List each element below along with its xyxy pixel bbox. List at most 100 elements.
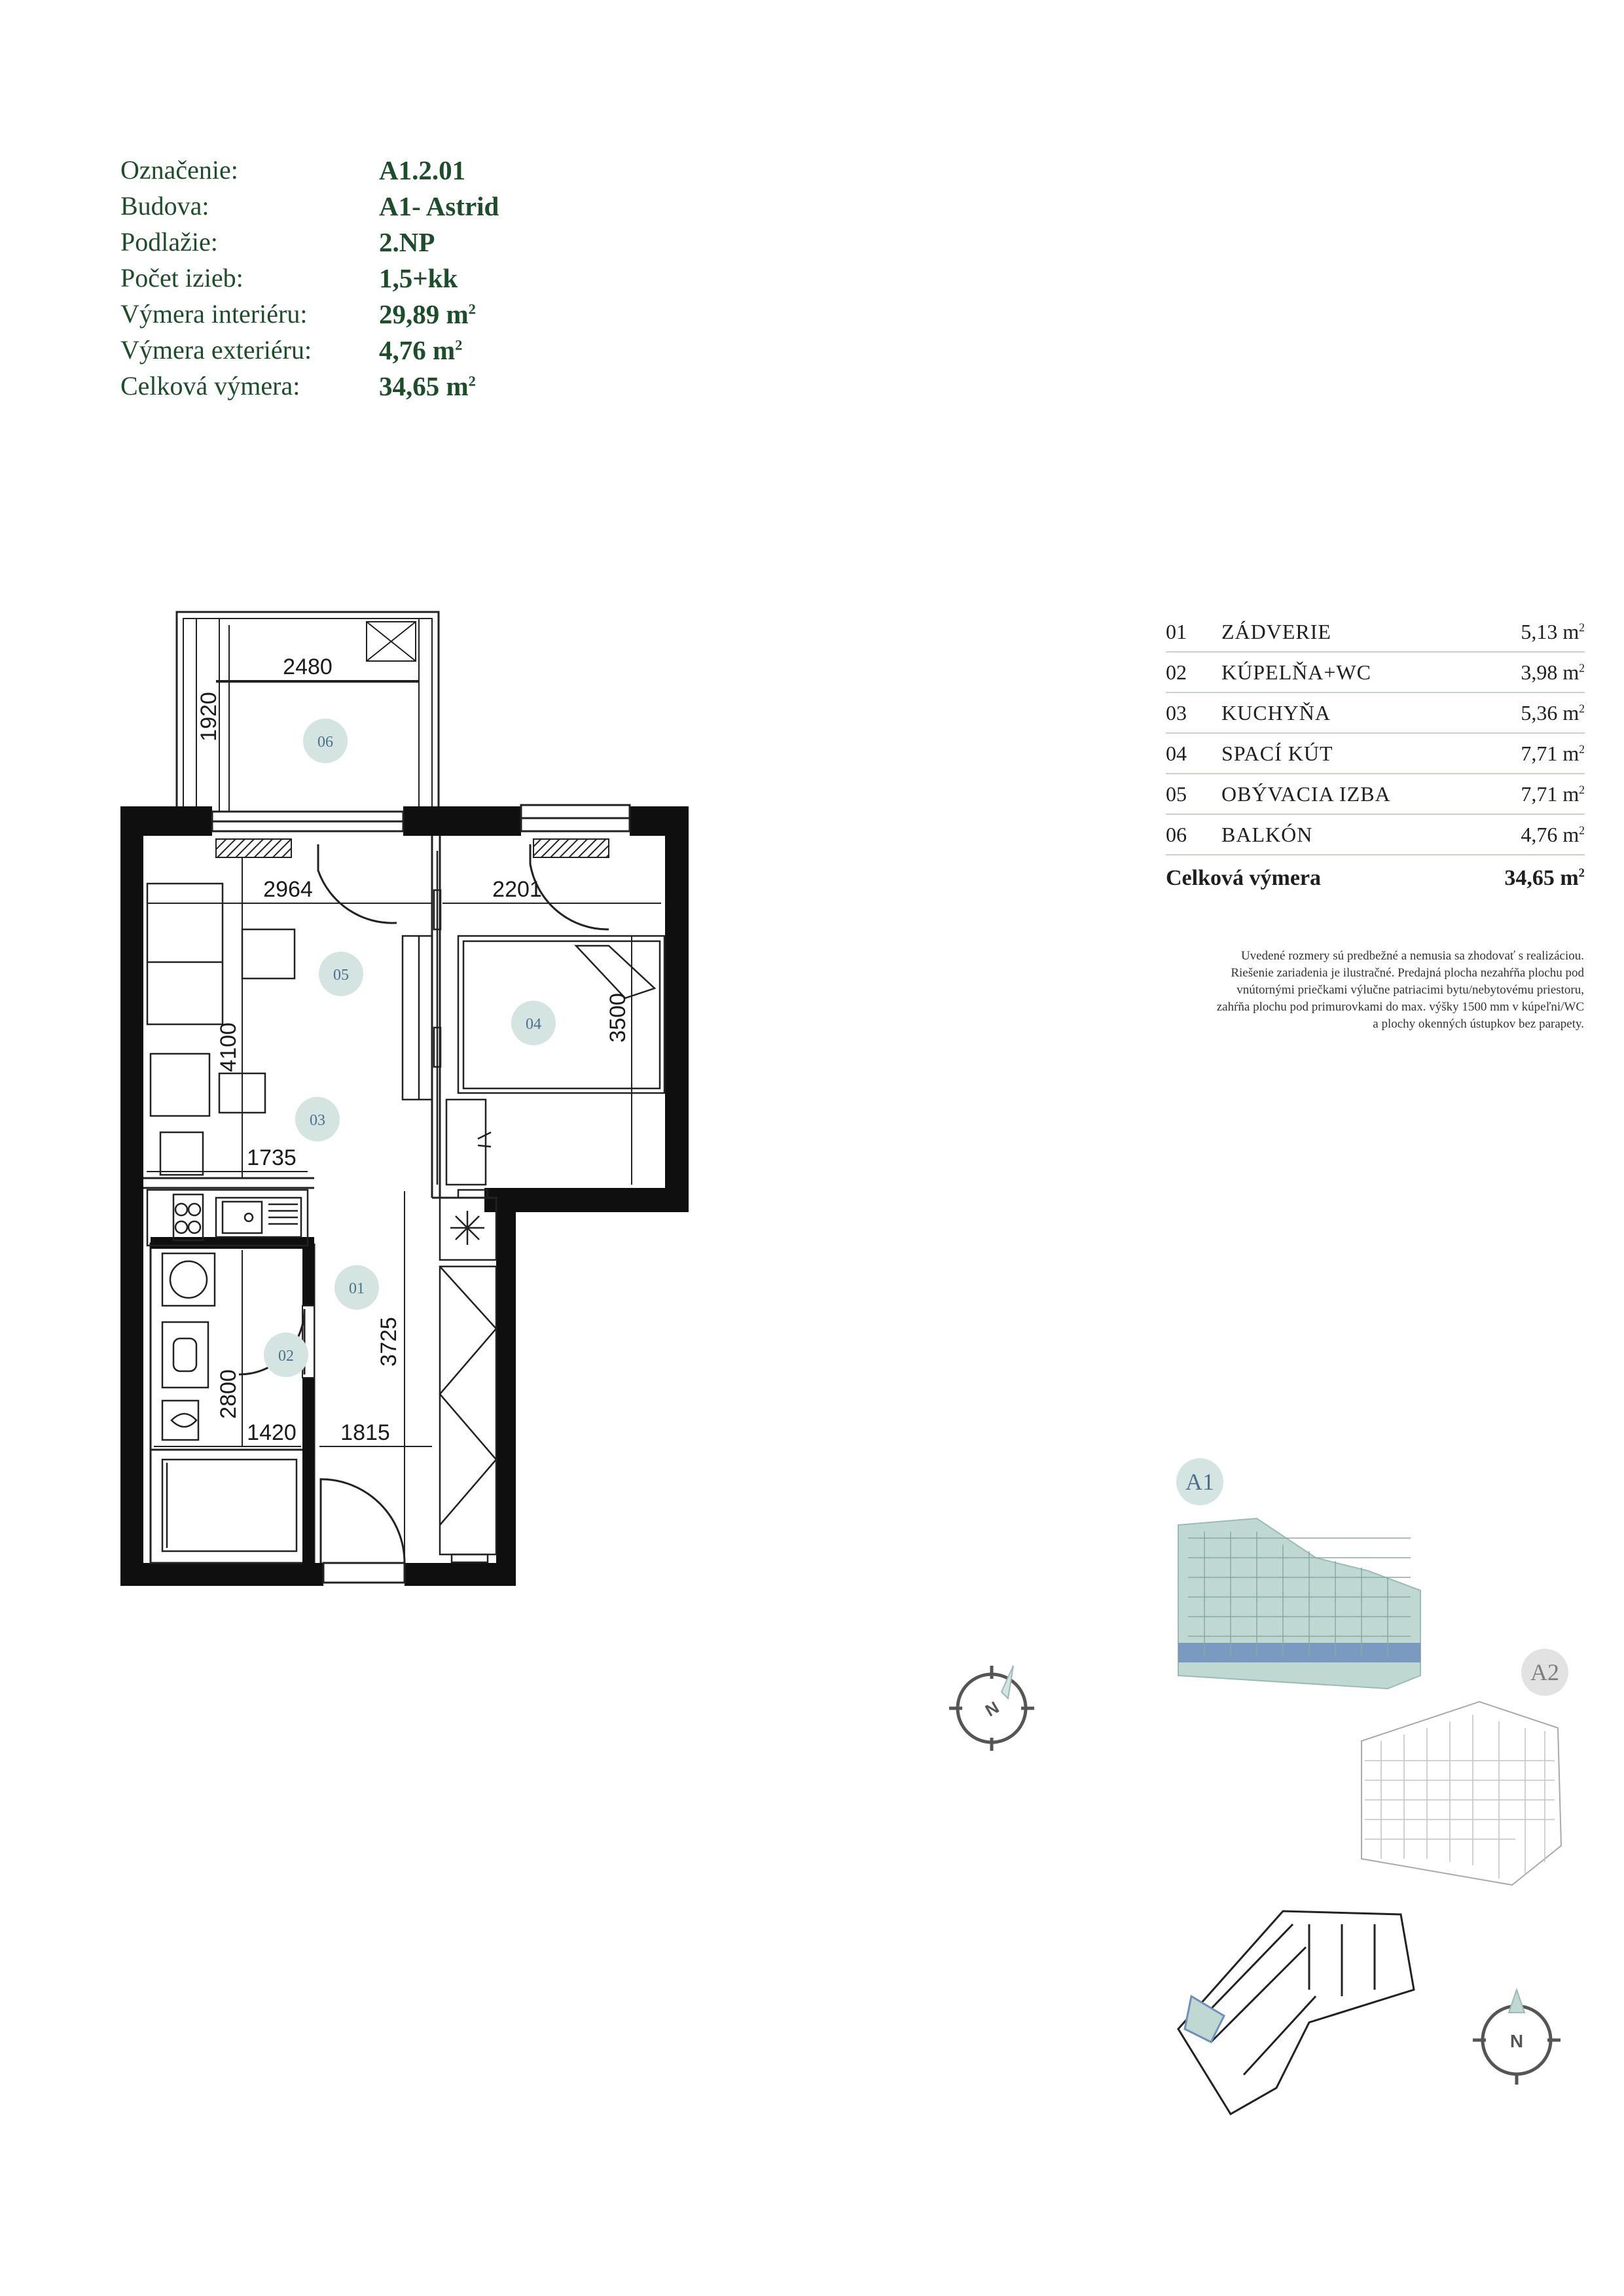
room-area: 7,71 m2 (1493, 782, 1585, 806)
area-value: 29,89 m (379, 298, 469, 329)
room-number: 01 (1166, 619, 1187, 643)
room-area: 5,36 m2 (1493, 701, 1585, 725)
unit-exponent: 2 (1579, 782, 1585, 796)
unit-exponent: 2 (1578, 866, 1585, 880)
building-a1-illustration: A1 (1176, 1458, 1421, 1690)
compass-icon: N (949, 1665, 1034, 1751)
north-label: N (1510, 2031, 1523, 2051)
area-value: 4,76 m (1521, 822, 1579, 846)
info-row: Budova: A1- Astrid (120, 188, 499, 224)
dim-living-depth: 4100 (216, 1022, 241, 1072)
radiator (533, 838, 609, 858)
dimension-labels: 2480 1920 2964 2201 4100 3500 1735 3725 … (196, 655, 630, 1445)
room-tags: 06 05 04 03 01 02 (264, 719, 556, 1377)
room-tag-circle (319, 952, 363, 996)
info-value: 1,5+kk (379, 262, 458, 293)
info-value: 29,89 m2 (379, 298, 476, 330)
room-tag-circle (303, 719, 348, 763)
room-tag-03: 03 (310, 1112, 325, 1129)
total-label: Celková výmera (1166, 866, 1322, 890)
balcony (175, 611, 440, 813)
room-tag-04: 04 (526, 1016, 541, 1033)
unit-exponent: 2 (1579, 823, 1585, 836)
compass-icon: N (1473, 1987, 1561, 2085)
dim-bath-width: 1420 (247, 1420, 297, 1445)
info-row: Podlažie: 2.NP (120, 224, 499, 260)
info-label: Označenie: (120, 155, 238, 185)
room-tag-circle (511, 1001, 556, 1045)
apartment-info: Označenie: A1.2.01 Budova: A1- Astrid Podl… (120, 152, 499, 404)
building-label-circle (1521, 1649, 1568, 1696)
dim-hall-depth: 3725 (376, 1317, 401, 1367)
room-name: OBÝVACIA IZBA (1221, 781, 1391, 806)
building-a1-label: A1 (1185, 1469, 1214, 1495)
info-label: Výmera exteriéru: (120, 335, 312, 365)
highlighted-floor (1178, 1643, 1420, 1662)
dim-balcony-depth: 1920 (196, 692, 221, 742)
dim-bath-depth: 2800 (216, 1369, 241, 1419)
info-label: Budova: (120, 191, 209, 221)
dim-living-width: 2964 (263, 877, 313, 902)
info-value: 34,65 m2 (379, 370, 476, 402)
room-name: ZÁDVERIE (1221, 619, 1331, 643)
note-line: Uvedené rozmery sú predbežné a nemusia s… (1240, 949, 1584, 963)
info-row: Označenie: A1.2.01 (120, 152, 499, 188)
room-row: 01 ZÁDVERIE 5,13 m2 (1166, 612, 1585, 653)
building-a2-illustration: A2 (1361, 1649, 1568, 1886)
room-number: 06 (1166, 822, 1187, 846)
room-tag-02: 02 (278, 1348, 294, 1365)
dim-balcony-width: 2480 (283, 655, 333, 679)
building-a2-label: A2 (1530, 1659, 1559, 1685)
dim-bedroom-width: 2201 (492, 877, 542, 902)
info-label: Výmera interiéru: (120, 299, 308, 329)
info-row: Výmera exteriéru: 4,76 m2 (120, 332, 499, 368)
room-area: 7,71 m2 (1493, 742, 1585, 766)
info-label: Podlažie: (120, 227, 218, 257)
info-value: 2.NP (379, 226, 435, 257)
info-value: A1.2.01 (379, 154, 466, 185)
site-plan (1177, 1910, 1415, 2116)
room-row: 06 BALKÓN 4,76 m2 (1166, 815, 1585, 855)
unit-exponent: 2 (468, 300, 476, 317)
info-row: Celková výmera:34,65 m2 (120, 368, 499, 404)
room-name: SPACÍ KÚT (1221, 741, 1333, 765)
unit-exponent: 2 (1579, 742, 1585, 755)
note-line: vnútornými priečkami výlučne patriacimi … (1236, 983, 1584, 997)
area-value: 5,13 m (1521, 619, 1579, 643)
room-name: KÚPELŇA+WC (1221, 660, 1371, 684)
walls (120, 806, 689, 1586)
room-tag-circle (334, 1265, 379, 1310)
unit-exponent: 2 (1579, 701, 1585, 715)
info-value: A1- Astrid (379, 190, 499, 221)
dimension-lines (147, 619, 661, 1558)
disclaimer-note: Uvedené rozmery sú predbežné a nemusia s… (1152, 948, 1584, 1033)
windows (211, 804, 631, 1584)
note-line: zahŕňa plochu pod primurovkami do max. v… (1216, 1000, 1584, 1014)
unit-exponent: 2 (468, 372, 476, 389)
info-label: Počet izieb: (120, 263, 244, 293)
room-name: BALKÓN (1221, 822, 1313, 846)
room-number: 03 (1166, 700, 1187, 725)
area-value: 7,71 m (1521, 781, 1579, 806)
total-area: 34,65 m2 (1454, 866, 1585, 891)
info-value: 4,76 m2 (379, 334, 462, 366)
room-number: 05 (1166, 781, 1187, 806)
room-number: 02 (1166, 660, 1187, 684)
info-row: Počet izieb: 1,5+kk (120, 260, 499, 296)
unit-exponent: 2 (1579, 620, 1585, 634)
area-value: 34,65 m (1504, 866, 1579, 890)
room-tag-06: 06 (317, 734, 333, 751)
area-value: 4,76 m (379, 334, 456, 365)
note-line: Riešenie zariadenia je ilustračné. Preda… (1231, 966, 1584, 980)
area-value: 5,36 m (1521, 700, 1579, 725)
room-tag-01: 01 (349, 1280, 365, 1297)
room-name: KUCHYŇA (1221, 700, 1331, 725)
room-row: 05 OBÝVACIA IZBA 7,71 m2 (1166, 774, 1585, 815)
building-label-circle (1176, 1458, 1223, 1505)
dim-hall-width: 1815 (340, 1420, 390, 1445)
floor-plan: 2480 1920 2964 2201 4100 3500 1735 3725 … (120, 611, 689, 1586)
